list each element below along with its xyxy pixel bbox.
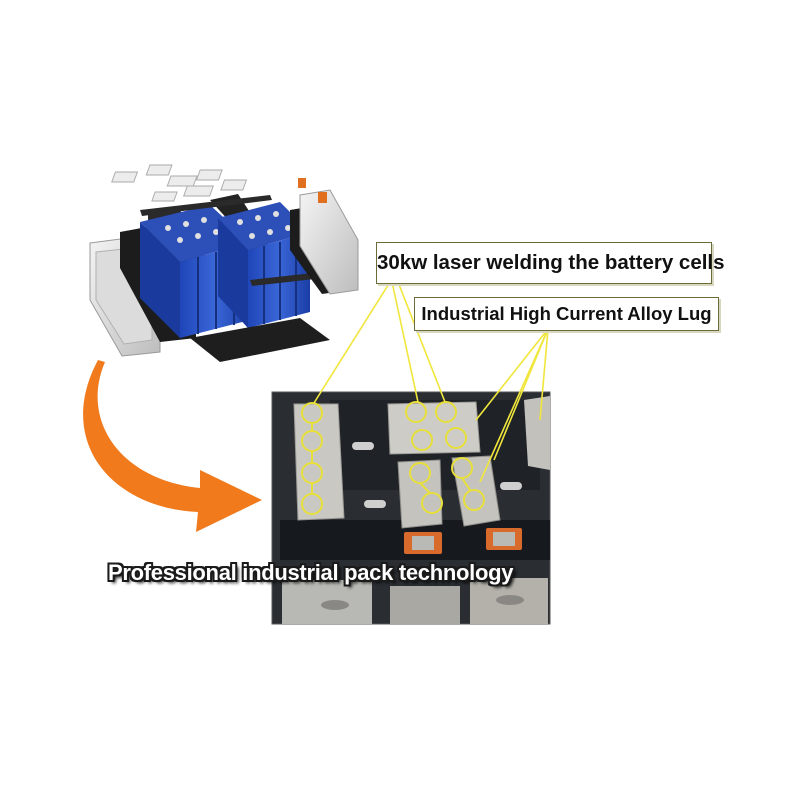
alloy-lug-callout: Industrial High Current Alloy Lug (414, 297, 719, 331)
busbar-plates (111, 164, 248, 202)
welding-callout: 30kw laser welding the battery cells (376, 242, 725, 284)
end-plate-right (299, 189, 359, 295)
curved-arrow-icon (83, 360, 262, 532)
callout-leader-lines (313, 281, 549, 483)
alloy-lug-left (397, 459, 443, 529)
pack-technology-caption: Professional industrial pack technology (108, 560, 514, 585)
laser-weld-marks (301, 401, 485, 515)
orange-terminals (298, 178, 327, 203)
